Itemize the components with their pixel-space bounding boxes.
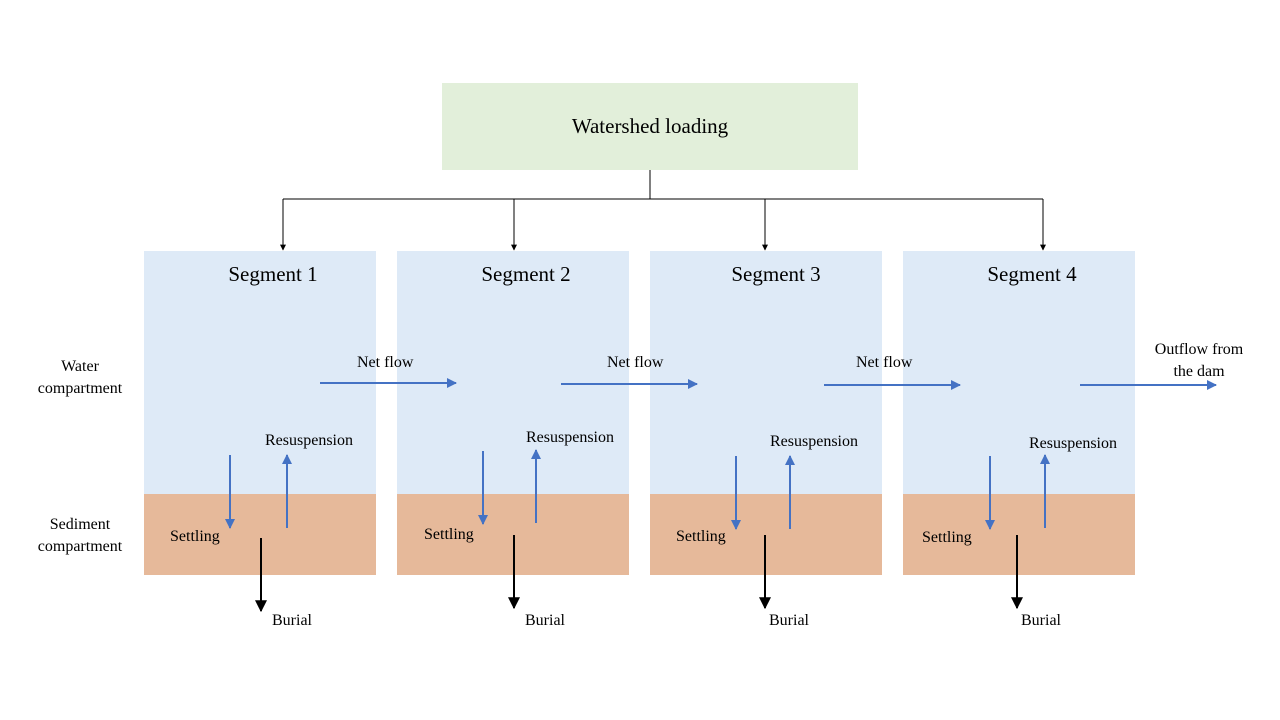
net-flow-label-2: Net flow <box>607 354 664 371</box>
segment-2-water <box>397 251 629 494</box>
watershed-loading-label: Watershed loading <box>571 114 729 138</box>
segment-3-title: Segment 3 <box>731 262 821 286</box>
segment-3-water <box>650 251 882 494</box>
resuspension-label-4: Resuspension <box>1029 435 1117 452</box>
net-flow-label-3: Net flow <box>856 354 913 371</box>
water-compartment-line1: Water <box>61 358 99 375</box>
outflow-label: Outflow from the dam <box>1139 339 1259 383</box>
burial-label-1: Burial <box>272 612 312 629</box>
segment-1-title: Segment 1 <box>228 262 318 286</box>
settling-label-4: Settling <box>922 529 972 546</box>
settling-label-3: Settling <box>676 528 726 545</box>
settling-label-1: Settling <box>170 528 220 545</box>
segment-1-water <box>144 251 376 494</box>
resuspension-label-1: Resuspension <box>265 432 353 449</box>
segment-4-title: Segment 4 <box>987 262 1077 286</box>
segment-4-sediment <box>903 494 1135 575</box>
burial-label-4: Burial <box>1021 612 1061 629</box>
water-compartment-line2: compartment <box>37 380 123 397</box>
sediment-compartment-label: Sediment compartment <box>20 514 140 558</box>
resuspension-label-2: Resuspension <box>526 429 614 446</box>
segment-4-water <box>903 251 1135 494</box>
water-compartment-label: Water compartment <box>20 356 140 400</box>
settling-label-2: Settling <box>424 526 474 543</box>
sediment-compartment-line2: compartment <box>37 538 123 555</box>
segment-2-title: Segment 2 <box>481 262 571 286</box>
loading-connector-tree <box>280 170 1046 251</box>
resuspension-label-3: Resuspension <box>770 433 858 450</box>
net-flow-label-1: Net flow <box>357 354 414 371</box>
sediment-compartment-line1: Sediment <box>49 516 111 533</box>
outflow-line2: the dam <box>1173 363 1225 380</box>
outflow-line1: Outflow from <box>1154 341 1244 358</box>
watershed-loading-box: Watershed loading <box>442 83 858 170</box>
burial-label-3: Burial <box>769 612 809 629</box>
burial-label-2: Burial <box>525 612 565 629</box>
